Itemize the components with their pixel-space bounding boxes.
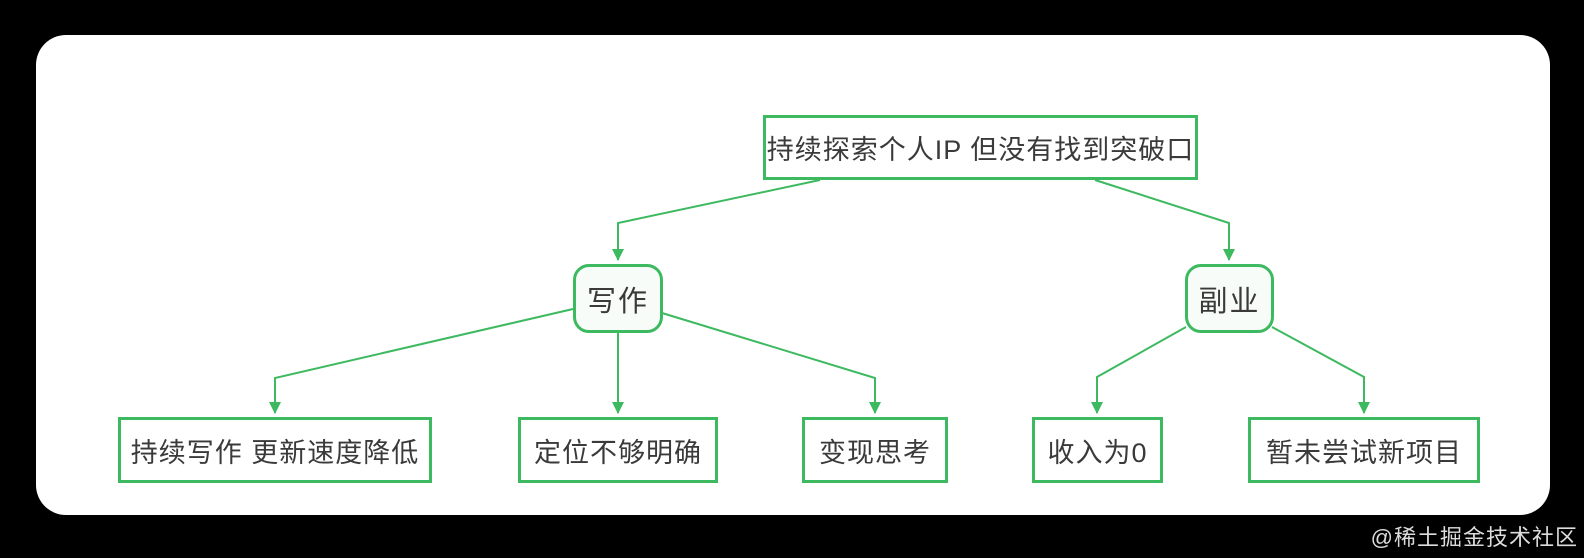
node-positioning[interactable]: 定位不够明确 xyxy=(518,417,718,483)
node-no-new-projects[interactable]: 暂未尝试新项目 xyxy=(1248,417,1480,483)
node-root[interactable]: 持续探索个人IP 但没有找到突破口 xyxy=(763,115,1198,180)
node-monetization[interactable]: 变现思考 xyxy=(802,417,948,483)
node-keep-writing[interactable]: 持续写作 更新速度降低 xyxy=(118,417,432,483)
watermark: @稀土掘金技术社区 xyxy=(1370,525,1578,550)
node-side-business[interactable]: 副业 xyxy=(1185,264,1274,333)
node-zero-income[interactable]: 收入为0 xyxy=(1032,417,1163,483)
node-writing[interactable]: 写作 xyxy=(573,264,663,333)
